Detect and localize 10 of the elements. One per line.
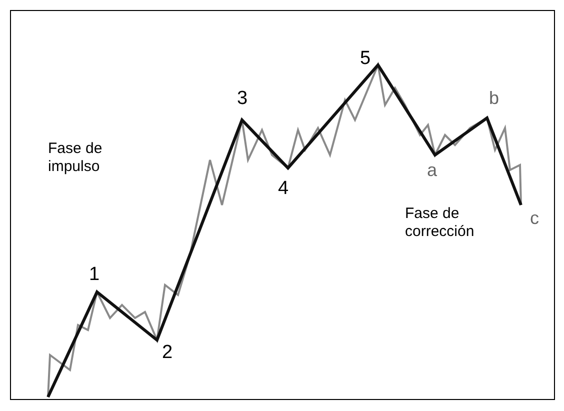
wave-number-label: 3 [237, 88, 248, 111]
wave-number-label: 4 [278, 178, 289, 201]
wave-number-label: 2 [162, 342, 173, 365]
phase-label: Fase de impulso [48, 140, 104, 176]
wave-letter-label: a [427, 160, 438, 182]
wave-letter-label: c [530, 208, 539, 230]
wave-letter-label: b [489, 88, 500, 110]
wave-number-label: 1 [89, 264, 100, 287]
phase-label: Fase de corrección [405, 205, 476, 241]
wave-number-label: 5 [360, 48, 371, 71]
